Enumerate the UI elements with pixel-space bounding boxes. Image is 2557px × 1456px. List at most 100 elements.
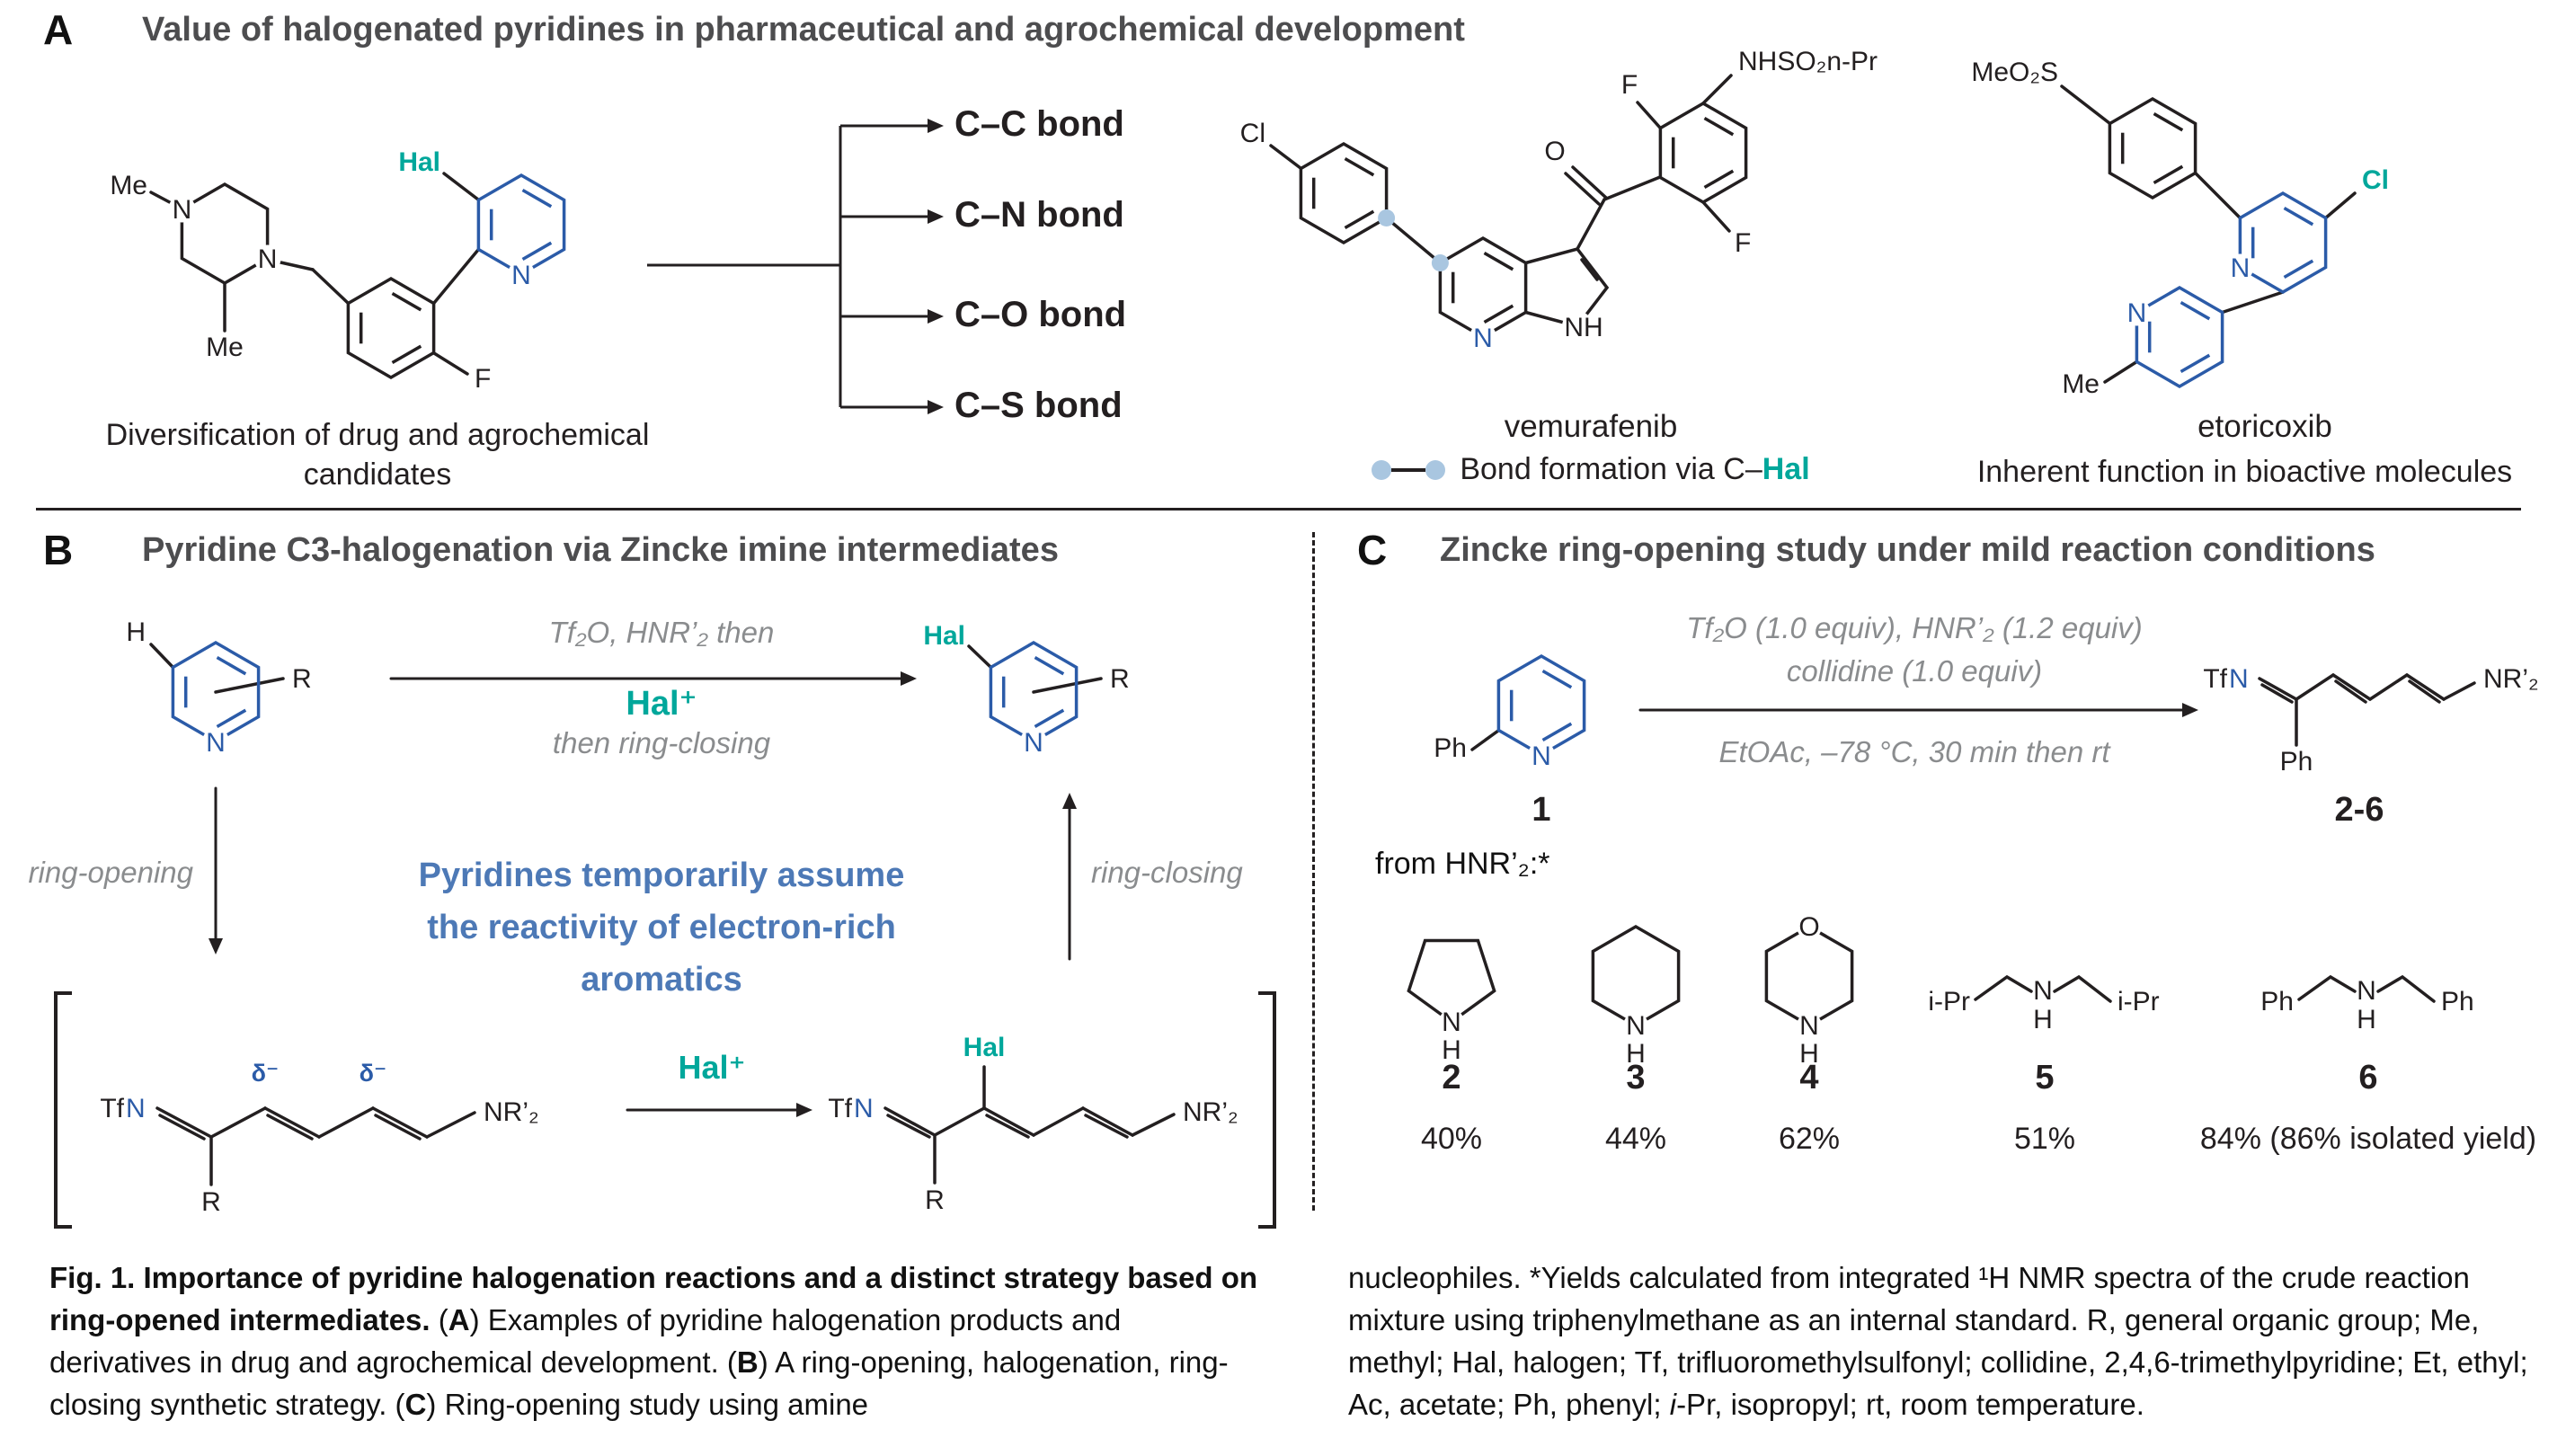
ph-label: Ph — [2441, 987, 2474, 1017]
legend-text: Bond formation via C–Hal — [1460, 452, 1809, 487]
drug-structure: Me N N Me F Hal N — [110, 147, 566, 394]
arrowhead — [1062, 793, 1077, 809]
legend-dot-icon — [1425, 459, 1446, 480]
h-label: H — [1626, 1039, 1646, 1069]
bonds — [149, 643, 285, 694]
pyridine-ring — [1496, 654, 1586, 757]
right-bracket — [1258, 991, 1276, 1229]
phenylpyridine-structure: Ph N 1 — [1434, 654, 1586, 829]
diisopropylamine-structure: i-Pr N H i-Pr — [1928, 974, 2160, 1034]
o-label: O — [1544, 137, 1565, 166]
yield-value: 40% — [1420, 1122, 1483, 1156]
cl-label: Cl — [2362, 165, 2389, 195]
bonds — [1470, 729, 1500, 751]
f-label: F — [475, 364, 491, 394]
r-label: R — [1110, 664, 1130, 694]
legend-dot-icon — [1372, 459, 1392, 480]
n-label: N — [1532, 741, 1551, 771]
compound-number: 2-6 — [2335, 791, 2384, 829]
r-label: R — [292, 664, 312, 694]
drug-bonds — [149, 172, 481, 376]
pyridine-ring — [476, 173, 566, 276]
difluorophenyl-ring — [1658, 102, 1748, 204]
zincke-imine-bonds — [155, 1106, 476, 1186]
ipr-label: i-Pr — [1928, 987, 1970, 1017]
pyrrolidine-structure: N H — [1407, 938, 1496, 1065]
ph-label: Ph — [1434, 733, 1467, 763]
hal-label: Hal — [923, 621, 965, 651]
me-label: Me — [206, 333, 244, 362]
ring-closing-label: ring-closing — [1091, 856, 1243, 889]
central-pyridine-ring — [2238, 191, 2328, 294]
delta-minus-label: δ⁻ — [360, 1060, 387, 1087]
hal-plus-label: Hal⁺ — [678, 1049, 745, 1086]
yield-value: 84% (86% isolated yield) — [2199, 1122, 2537, 1156]
bond-label-cn: C–N bond — [954, 195, 1124, 235]
b-conditions-top: Tf₂O, HNR’₂ then — [548, 616, 775, 649]
n-label: N — [2229, 664, 2249, 694]
tf-label: Tf — [828, 1094, 852, 1123]
figure-caption-right: nucleophiles. *Yields calculated from in… — [1348, 1256, 2557, 1425]
yield-value: 51% — [2013, 1122, 2076, 1156]
tf-label: Tf — [2203, 664, 2227, 694]
b-conditions-bottom: then ring-closing — [552, 726, 771, 759]
c-conditions-line2: collidine (1.0 equiv) — [1786, 654, 2043, 688]
left-bracket — [54, 991, 72, 1229]
center-line2: the reactivity of electron-rich — [427, 909, 896, 946]
panel-c-letter: C — [1357, 527, 1388, 573]
atom-mask — [1797, 1013, 1822, 1038]
yield-value: 44% — [1604, 1122, 1667, 1156]
drug-caption: Diversification of drug and agrochemical… — [54, 415, 701, 494]
f-label: F — [1621, 70, 1638, 100]
compound-number: 6 — [2358, 1059, 2378, 1096]
etoricoxib-bonds — [2060, 84, 2357, 384]
figure-caption-left: Fig. 1. Importance of pyridine halogenat… — [49, 1256, 1265, 1425]
arrowhead — [928, 209, 944, 224]
compound-number: 2 — [1442, 1059, 1461, 1096]
legend-text-main: Bond formation via C– — [1460, 452, 1762, 486]
n-label: N — [1442, 1008, 1461, 1037]
piperazine-n-label: N — [258, 244, 278, 274]
etoricoxib-caption: Inherent function in bioactive molecules — [1976, 455, 2513, 489]
nhso2npr-label: NHSO₂n-Pr — [1738, 47, 1878, 76]
vemurafenib-structure: Cl O N NH F F NHSO₂n-Pr — [1240, 47, 1878, 353]
nr2-label: NR’₂ — [1183, 1097, 1239, 1127]
atom-masks — [168, 195, 535, 288]
caption-segment: ) A ring-opening, halogenation, ring-clo… — [49, 1345, 1229, 1421]
pyrrolidine-ring — [1407, 938, 1496, 1025]
atom-mask — [1797, 914, 1822, 939]
center-statement: Pyridines temporarily assume the reactiv… — [302, 849, 1021, 1006]
bond-label-cc: C–C bond — [954, 104, 1124, 144]
n-label: N — [2231, 253, 2251, 283]
caption-segment: ) Ring-opening study using amine — [426, 1388, 869, 1421]
piperazine-n-label: N — [173, 195, 192, 225]
bond-legend: Bond formation via C–Hal — [1249, 452, 1932, 487]
arrowhead — [928, 309, 944, 324]
piperidine-structure: N H — [1591, 925, 1681, 1069]
n-label: N — [2033, 976, 2053, 1006]
bond-label-cs: C–S bond — [954, 386, 1123, 425]
drug-caption-line2: candidates — [303, 457, 452, 492]
etoricoxib-structure: MeO₂S Cl N N Me — [1971, 58, 2389, 399]
arrowhead — [2182, 703, 2198, 717]
halogenated-imine-bonds — [883, 1065, 1176, 1185]
n-label: N — [1799, 1011, 1819, 1041]
vemurafenib-name: vemurafenib — [1504, 409, 1678, 444]
n-label: N — [2357, 976, 2376, 1006]
vemurafenib-bonds — [1269, 74, 1733, 328]
atom-masks — [2123, 253, 2254, 326]
c-conditions-line3: EtOAc, –78 °C, 30 min then rt — [1718, 735, 2110, 768]
panel-b-letter: B — [43, 527, 74, 573]
reaction-arrow — [1638, 703, 2198, 717]
bond-label-co: C–O bond — [954, 295, 1127, 334]
arrowhead — [928, 400, 944, 414]
delta-minus-label: δ⁻ — [252, 1060, 280, 1087]
compound-number: 4 — [1799, 1059, 1819, 1096]
cl-label: Cl — [1240, 119, 1265, 148]
atom-mask — [1020, 728, 1047, 755]
atom-masks — [1469, 311, 1593, 351]
n-label: N — [206, 728, 226, 758]
caption-segment: nucleophiles. *Yields calculated from in… — [1348, 1261, 2528, 1421]
branch-lines — [647, 124, 928, 409]
